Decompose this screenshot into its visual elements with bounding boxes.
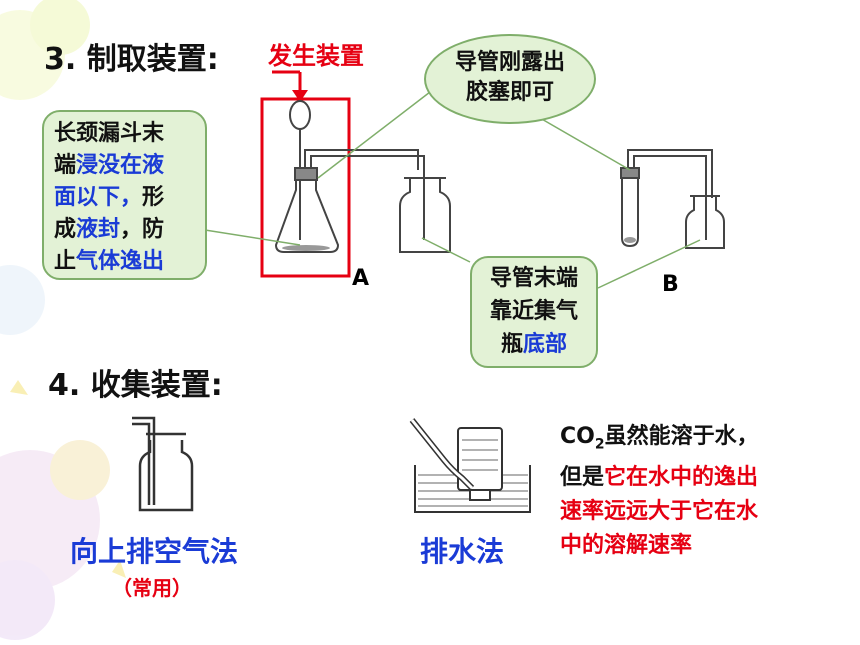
callout-line: 面以下，形 <box>54 185 165 210</box>
co2-note-line: CO2虽然能溶于水， <box>560 424 759 453</box>
apparatus-b <box>620 149 725 249</box>
co2-note-line: 但是它在水中的逸出 <box>560 465 759 491</box>
callout-line: 长颈漏斗末 <box>54 121 165 146</box>
callout-line: 端浸没在液 <box>54 153 165 178</box>
water-displacement-apparatus <box>409 418 531 513</box>
callout-line: 导管末端 <box>489 266 578 291</box>
callout-line: 止气体逸出 <box>54 249 165 274</box>
callout-tube-plug: 导管刚露出 胶塞即可 <box>424 34 596 124</box>
section-3-title: 3. 制取装置: <box>44 42 219 77</box>
label-b: B <box>662 272 679 297</box>
callout-tube-bottom: 导管末端 靠近集气 瓶底部 <box>470 256 598 368</box>
callout-line: 靠近集气 <box>489 299 578 324</box>
co2-note: CO2虽然能溶于水， 但是它在水中的逸出 速率远远大于它在水 中的溶解速率 <box>560 420 840 563</box>
method-water-displacement: 排水法 <box>420 535 505 568</box>
method-upward-air: 向上排空气法 <box>70 535 239 568</box>
callout-funnel-seal: 长颈漏斗末 端浸没在液 面以下，形 成液封，防 止气体逸出 <box>42 110 207 280</box>
co2-note-line: 速率远远大于它在水 <box>560 499 759 525</box>
section-4-title: 4. 收集装置: <box>48 368 223 403</box>
generator-highlight-box <box>260 97 351 278</box>
upward-air-apparatus <box>132 416 194 512</box>
generator-apparatus <box>274 100 425 253</box>
callout-line: 成液封，防 <box>54 217 165 242</box>
generator-annotation: 发生装置 <box>268 42 364 70</box>
background-decoration <box>0 0 126 640</box>
callout-line: 导管刚露出 <box>454 50 565 75</box>
callout-line: 胶塞即可 <box>465 80 554 105</box>
method-upward-air-note: （常用） <box>112 576 192 600</box>
co2-note-line: 中的溶解速率 <box>560 533 693 559</box>
callout-line: 瓶底部 <box>500 332 568 357</box>
label-a: A <box>352 266 370 291</box>
